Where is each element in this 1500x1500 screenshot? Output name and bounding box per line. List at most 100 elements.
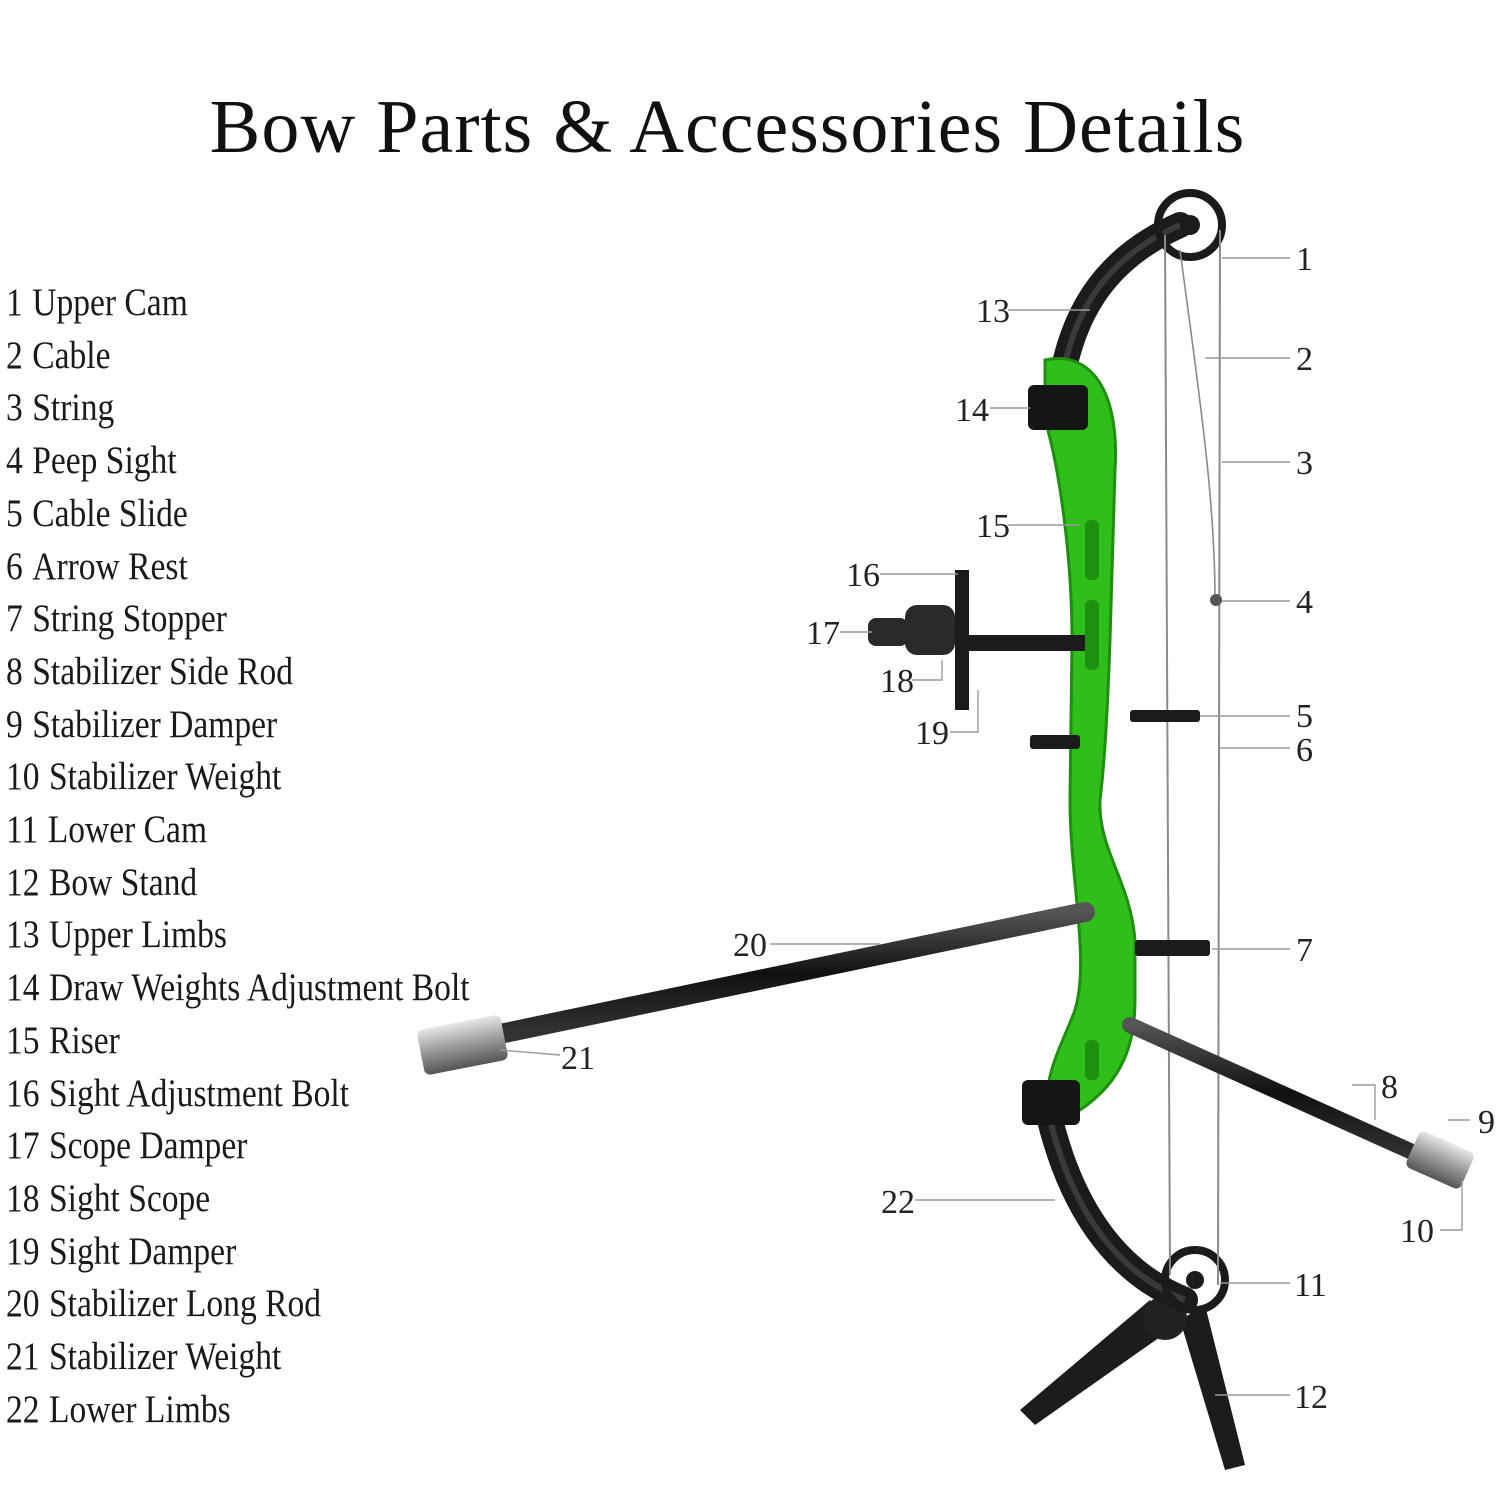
upper-cam <box>1154 189 1226 261</box>
legend-label: Arrow Rest <box>32 544 188 588</box>
callout-12: 12 <box>1294 1379 1328 1416</box>
callout-8: 8 <box>1381 1069 1398 1106</box>
callout-17: 17 <box>806 615 840 652</box>
callout-13: 13 <box>976 293 1010 330</box>
legend-number: 2 <box>6 333 23 377</box>
legend-number: 4 <box>6 439 23 483</box>
legend-label: Stabilizer Long Rod <box>49 1282 322 1326</box>
page-title: Bow Parts & Accessories Details <box>209 85 1246 169</box>
callout-3: 3 <box>1296 445 1313 482</box>
callout-11: 11 <box>1294 1267 1327 1304</box>
callout-5: 5 <box>1296 698 1313 735</box>
legend-number: 5 <box>6 491 23 535</box>
legend-label: Stabilizer Weight <box>49 1335 282 1379</box>
legend-number: 20 <box>6 1282 40 1326</box>
legend-number: 6 <box>6 544 23 588</box>
callout-16: 16 <box>846 557 880 594</box>
legend-number: 17 <box>6 1124 40 1168</box>
arrow-rest <box>1030 735 1080 749</box>
legend-number: 15 <box>6 1018 40 1062</box>
legend-number: 16 <box>6 1071 40 1115</box>
legend-number: 3 <box>6 386 23 430</box>
string-stopper <box>1135 940 1210 956</box>
draw-weight-bolt-upper <box>1028 385 1088 430</box>
legend-label: Stabilizer Side Rod <box>32 649 294 693</box>
legend-label: Stabilizer Damper <box>32 702 278 746</box>
lower-cam <box>1161 1246 1229 1314</box>
legend-number: 19 <box>6 1229 40 1273</box>
bow-stand <box>1020 1296 1245 1470</box>
legend-number: 1 <box>6 281 23 324</box>
legend-number: 11 <box>6 808 39 852</box>
legend-number: 14 <box>6 966 40 1010</box>
leader-lines <box>499 257 1470 1396</box>
legend-label: Cable Slide <box>32 491 188 535</box>
legend-label: Bow Stand <box>49 860 198 904</box>
legend-number: 8 <box>6 649 23 693</box>
legend-label: Draw Weights Adjustment Bolt <box>49 966 470 1010</box>
sight <box>868 570 1085 710</box>
legend-number: 12 <box>6 860 40 904</box>
limb-pocket-lower <box>1022 1080 1080 1125</box>
callout-19: 19 <box>915 715 949 752</box>
legend-label: Lower Limbs <box>49 1387 231 1431</box>
legend-label: Sight Adjustment Bolt <box>49 1071 350 1115</box>
callout-9: 9 <box>1478 1104 1495 1141</box>
lower-limbs <box>1037 1107 1198 1313</box>
callout-labels: 1 2 3 4 5 6 7 8 9 10 11 12 13 14 15 16 1… <box>561 241 1495 1416</box>
legend-number: 7 <box>6 597 23 641</box>
stabilizer-side-rod <box>1122 1017 1474 1189</box>
legend-label: Sight Scope <box>49 1176 211 1220</box>
peep-sight <box>1210 594 1222 606</box>
callout-6: 6 <box>1296 732 1313 769</box>
legend-number: 10 <box>6 755 40 799</box>
legend-label: Upper Limbs <box>49 913 227 957</box>
legend-number: 21 <box>6 1335 40 1379</box>
callout-20: 20 <box>733 927 767 964</box>
legend-number: 13 <box>6 913 40 957</box>
legend-label: Peep Sight <box>32 439 177 483</box>
callout-4: 4 <box>1296 584 1313 621</box>
callout-1: 1 <box>1296 241 1313 278</box>
legend-number: 18 <box>6 1176 40 1220</box>
callout-21: 21 <box>561 1040 595 1077</box>
legend-label: Sight Damper <box>49 1229 237 1273</box>
legend-label: Riser <box>49 1018 120 1062</box>
legend-label: Stabilizer Weight <box>49 755 282 799</box>
legend-number: 9 <box>6 702 23 746</box>
callout-2: 2 <box>1296 341 1313 378</box>
string-and-cables <box>1164 229 1221 1286</box>
callout-18: 18 <box>880 663 914 700</box>
legend-label: String <box>32 386 115 430</box>
callout-7: 7 <box>1296 932 1313 969</box>
legend-label: String Stopper <box>32 597 227 641</box>
legend-label: Cable <box>32 333 111 377</box>
cable-slide <box>1130 710 1200 722</box>
legend-label: Scope Damper <box>49 1124 248 1168</box>
legend-label: Lower Cam <box>47 808 208 852</box>
legend-label: Upper Cam <box>32 281 188 324</box>
